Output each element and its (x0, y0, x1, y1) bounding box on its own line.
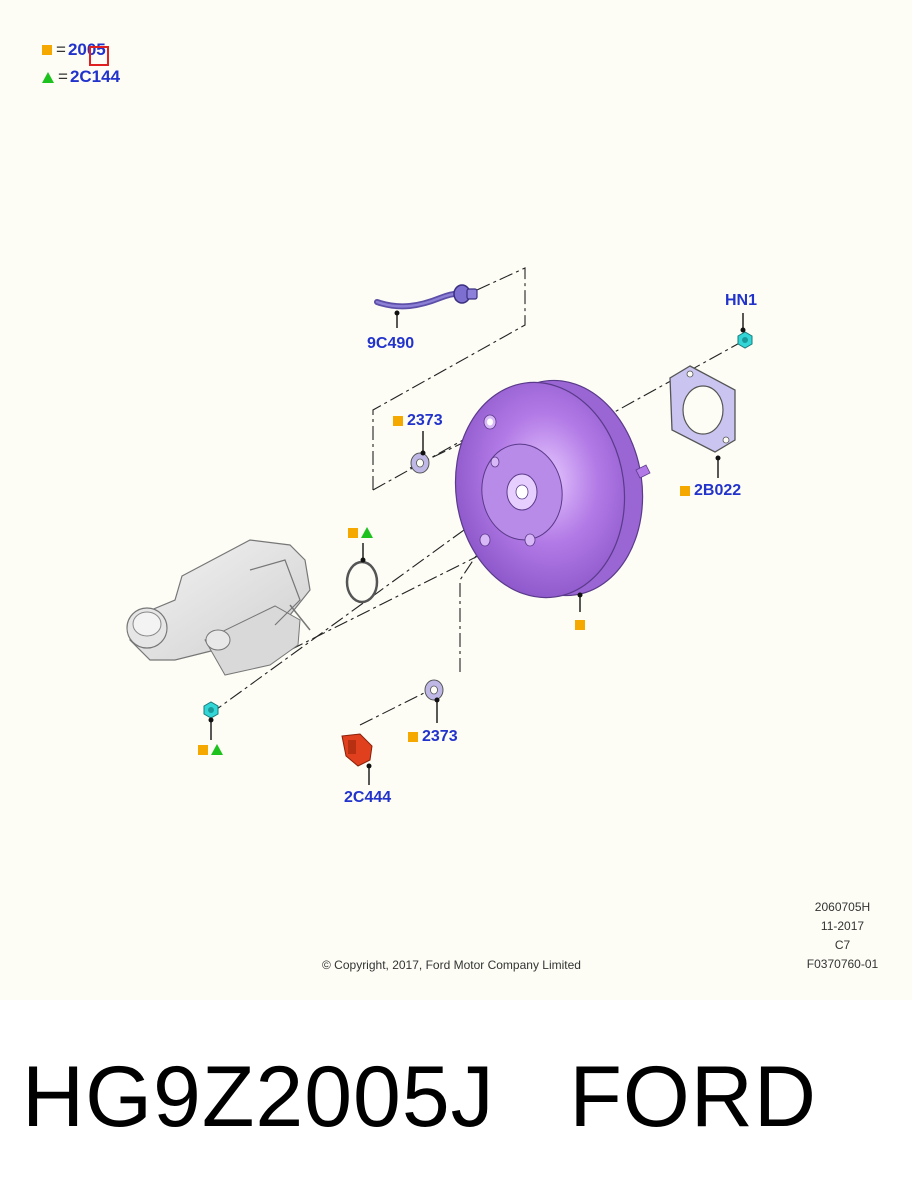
washer-upper-part (410, 452, 430, 474)
callout-nut-lower-symbols[interactable] (198, 744, 223, 755)
legend-equals: = (56, 40, 66, 59)
legend-item-triangle: = 2C144 (42, 67, 120, 87)
callout-o-ring-symbols[interactable] (348, 527, 373, 538)
sensor-part (341, 733, 373, 767)
brake-booster-part (454, 379, 651, 599)
callout-hn1[interactable]: HN1 (725, 292, 757, 310)
triangle-symbol-icon (361, 527, 373, 538)
triangle-symbol-icon (42, 71, 54, 83)
callout-label: 9C490 (367, 335, 415, 352)
callout-label: 2C444 (344, 789, 392, 806)
part-number-title: HG9Z2005J FORD (22, 1049, 817, 1145)
callout-2373-lower[interactable]: 2373 (408, 728, 458, 746)
master-cylinder-part (126, 539, 311, 676)
callout-2c444[interactable]: 2C444 (344, 789, 391, 807)
parts-diagram: = 2005 = 2C144 (42, 40, 895, 974)
ref-line: F0370760-01 (806, 957, 879, 971)
square-symbol-icon (680, 486, 690, 496)
callout-label: 2B022 (694, 482, 742, 499)
callout-label: 2373 (407, 412, 443, 429)
square-symbol-icon (393, 416, 403, 426)
legend-code[interactable]: 2005 (67, 40, 106, 59)
callout-2b022[interactable]: 2B022 (680, 482, 741, 500)
square-symbol-icon (575, 620, 585, 630)
nut-lower-part (203, 701, 219, 719)
square-symbol-icon (198, 744, 208, 755)
washer-lower-part (424, 679, 444, 701)
ref-line: 11-2017 (820, 919, 865, 933)
callout-9c490[interactable]: 9C490 (367, 335, 414, 353)
callout-booster-symbol[interactable] (575, 620, 585, 630)
ref-line: 2060705H (814, 900, 871, 914)
brake-hose-part (374, 284, 478, 310)
copyright-text: © Copyright, 2017, Ford Motor Company Li… (322, 958, 581, 972)
reference-block: 2060705H 11-2017 C7 F0370760-01 (790, 898, 895, 974)
leader-lines (210, 313, 744, 785)
callout-label: 2373 (422, 728, 458, 745)
square-symbol-icon (408, 732, 418, 742)
legend-code[interactable]: 2C144 (69, 67, 121, 86)
callout-label: HN1 (725, 292, 758, 309)
selection-highlight-box (89, 46, 109, 66)
nut-upper-part (737, 331, 753, 349)
square-symbol-icon (348, 527, 358, 538)
triangle-symbol-icon (211, 744, 223, 755)
gasket-part (669, 365, 736, 453)
o-ring-part (345, 560, 379, 604)
square-symbol-icon (42, 45, 52, 55)
leader-dots (208, 310, 746, 769)
callout-2373-upper[interactable]: 2373 (393, 412, 443, 430)
ref-line: C7 (834, 938, 851, 952)
legend-item-square: = 2005 (42, 40, 106, 60)
legend-equals: = (58, 67, 68, 86)
exploded-view-drawing (126, 267, 753, 785)
